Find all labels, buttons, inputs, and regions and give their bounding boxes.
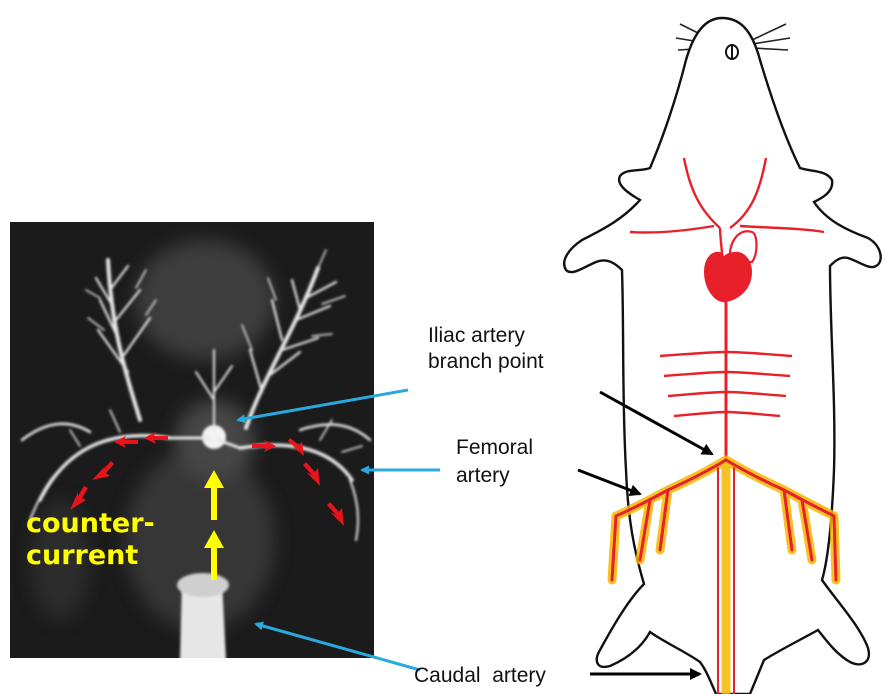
angiography-photo: counter- current: [10, 222, 374, 660]
counter-current-text-line1: counter-: [26, 508, 155, 539]
label-femoral-line2: artery: [456, 464, 510, 487]
mouse-diagram: [564, 18, 880, 694]
label-femoral-line1: Femoral: [456, 436, 533, 459]
counter-current-text-line2: current: [26, 540, 138, 571]
label-iliac-line2: branch point: [428, 350, 544, 373]
label-iliac-line1: Iliac artery: [428, 324, 525, 347]
label-caudal: Caudal artery: [414, 664, 546, 687]
